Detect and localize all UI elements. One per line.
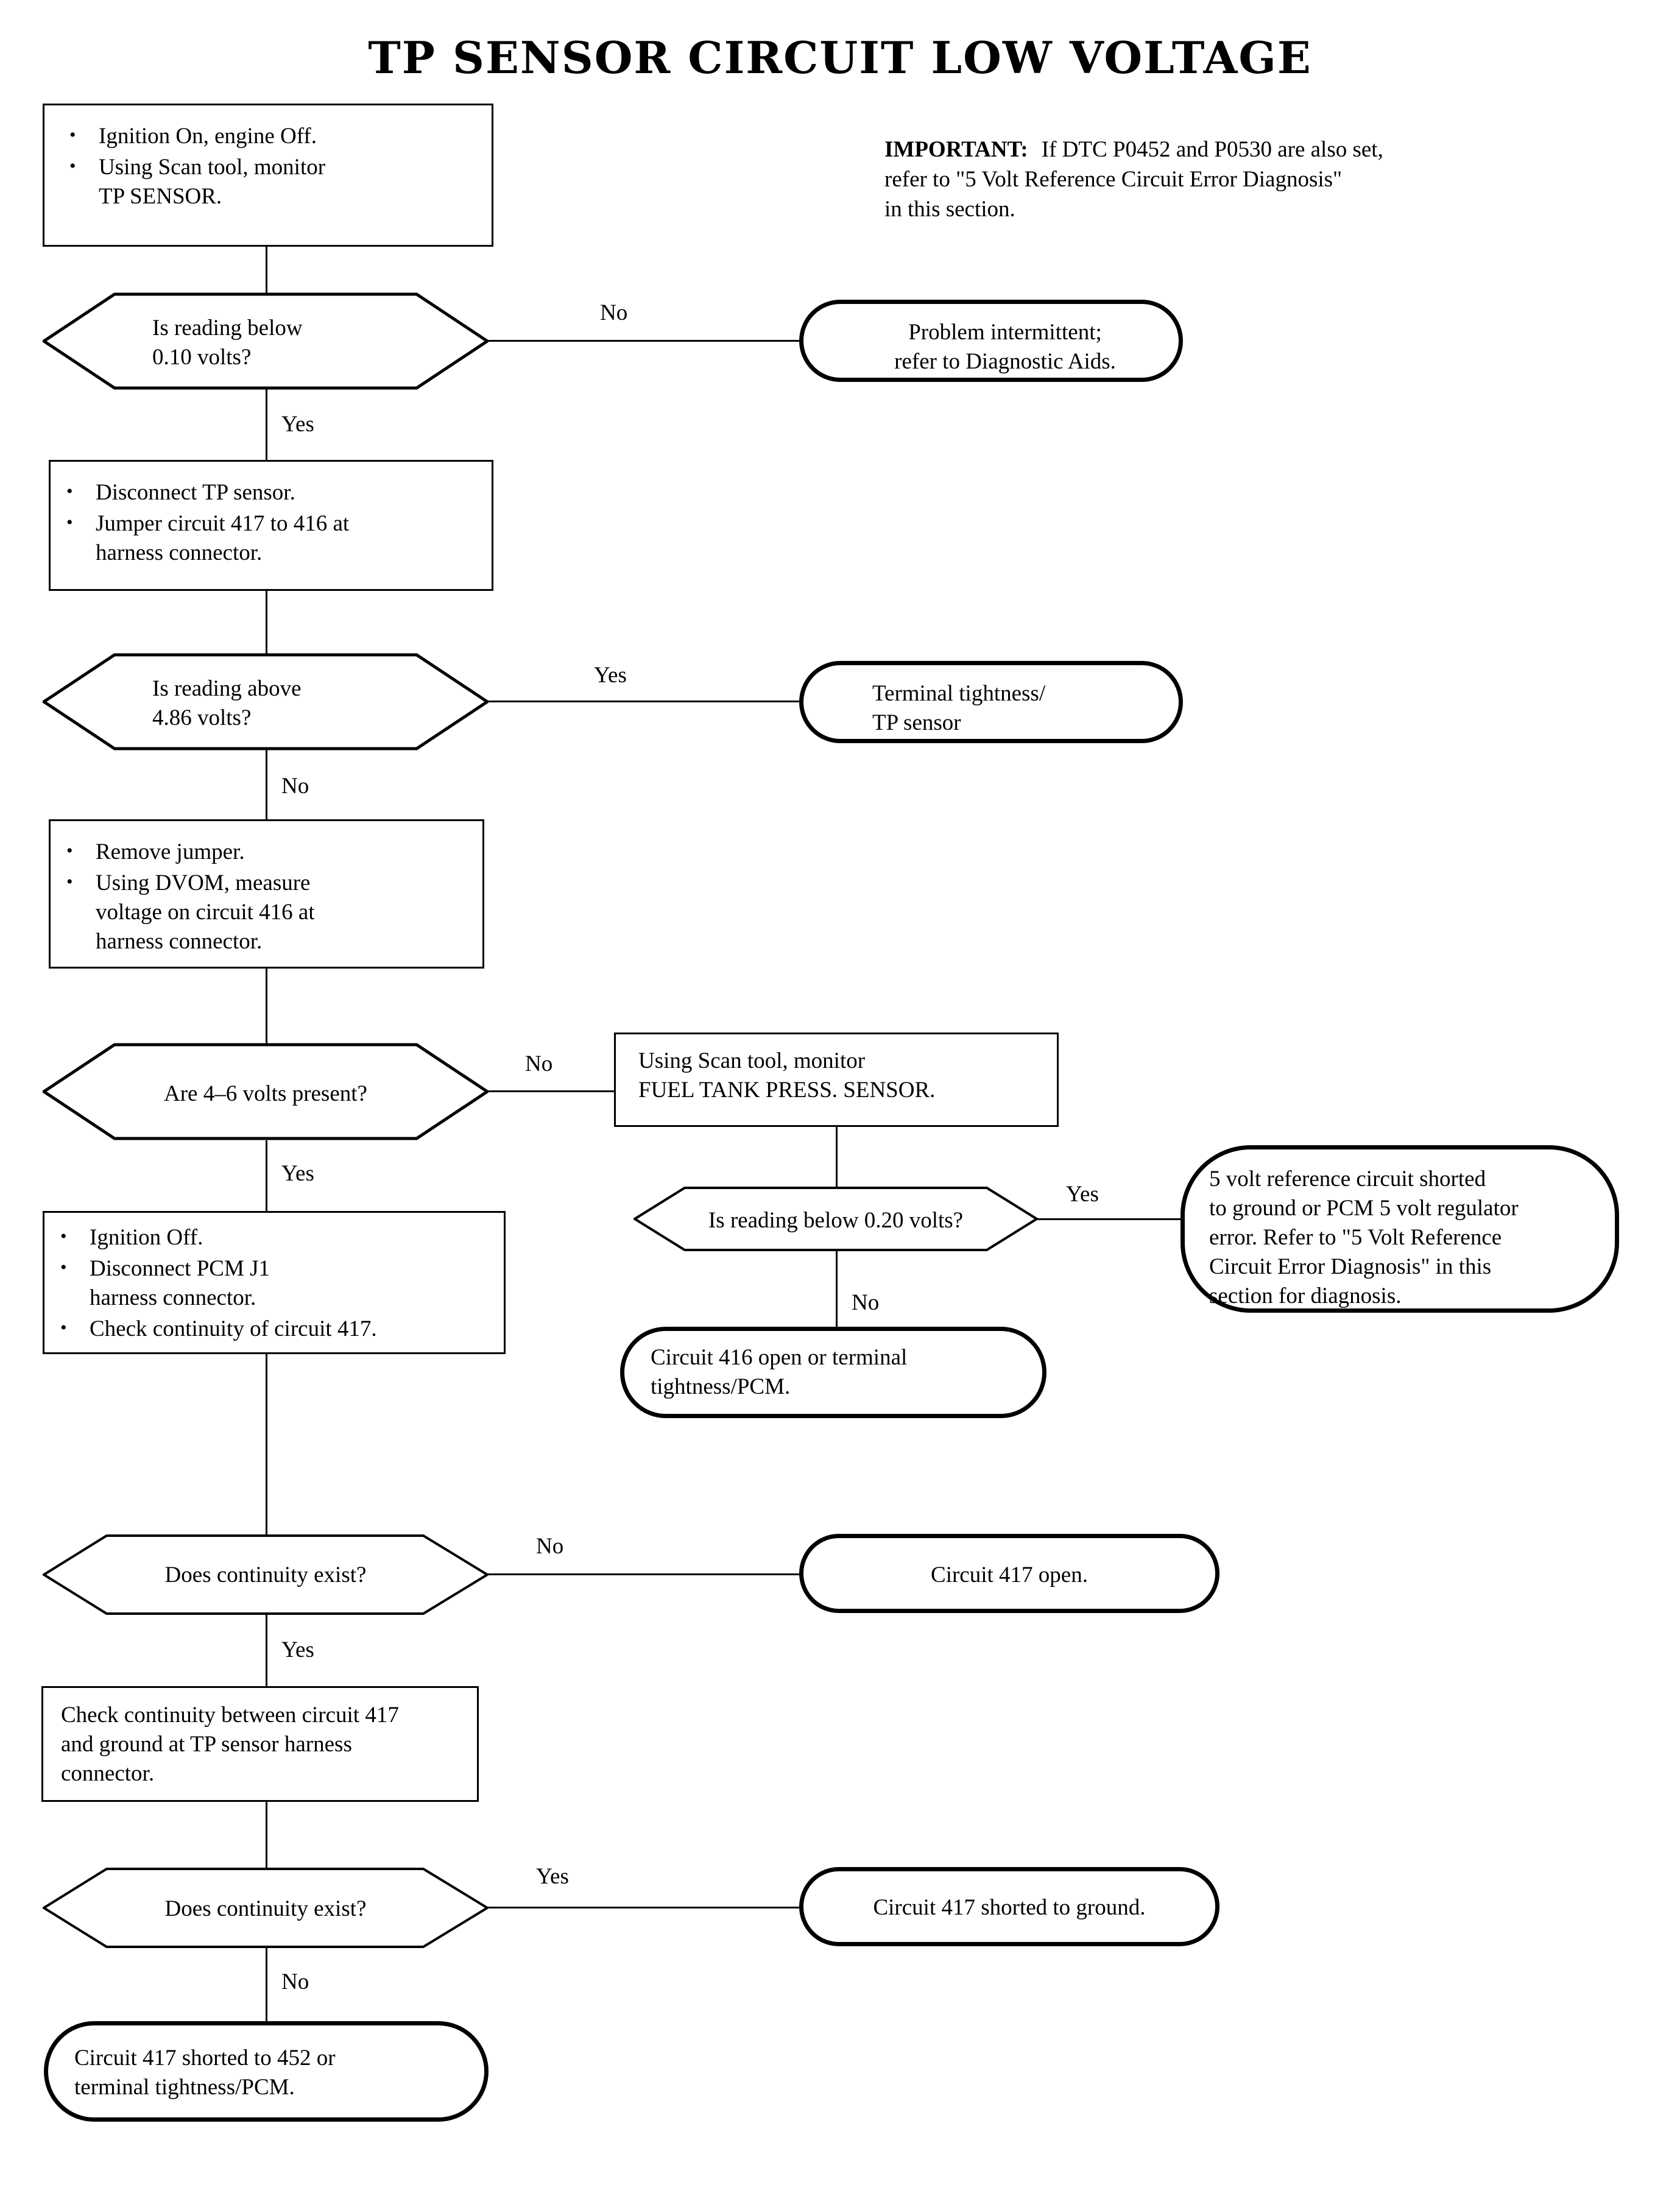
bullet-icon: • xyxy=(66,841,73,861)
connector-step5-decision5 xyxy=(266,1354,267,1535)
result-4-no-label: Circuit 416 open or terminal tightness/P… xyxy=(651,1345,908,1400)
decision-2-label: Is reading above 4.86 volts? xyxy=(152,676,302,731)
branch-label-yes-1: Yes xyxy=(281,412,314,437)
step-4-label: Using Scan tool, monitor FUEL TANK PRESS… xyxy=(638,1048,936,1103)
branch-label-yes-4: Yes xyxy=(1066,1182,1099,1207)
list-item: • Remove jumper. xyxy=(58,838,478,867)
list-item: • Disconnect TP sensor. xyxy=(58,478,484,507)
decision-5-label: Does continuity exist? xyxy=(164,1562,367,1587)
connector-decision4-yes xyxy=(1036,1218,1185,1220)
step-5-bullet-3: Check continuity of circuit 417. xyxy=(90,1316,377,1342)
connector-decision5-no xyxy=(486,1573,803,1575)
step-6-box xyxy=(41,1686,479,1802)
list-item: • Using DVOM, measure voltage on circuit… xyxy=(58,869,478,956)
step-4-box xyxy=(614,1033,1059,1127)
step-6-label: Check continuity between circuit 417 and… xyxy=(61,1703,399,1787)
bullet-icon: • xyxy=(60,1226,67,1246)
branch-label-yes-5: Yes xyxy=(281,1637,314,1662)
result-2-label: Terminal tightness/ TP sensor xyxy=(872,681,1046,736)
connector-step2-decision2 xyxy=(266,591,267,655)
decision-6-label: Does continuity exist? xyxy=(164,1896,367,1921)
decision-4-label: Is reading below 0.20 volts? xyxy=(708,1208,964,1233)
bullet-icon: • xyxy=(66,872,73,892)
list-item: • Ignition On, engine Off. xyxy=(61,122,481,151)
branch-label-yes-3: Yes xyxy=(281,1161,314,1186)
step-3-bullet-1: Remove jumper. xyxy=(96,839,245,864)
important-note-line1: If DTC P0452 and P0530 are also set, xyxy=(1041,137,1383,162)
connector-decision6-no xyxy=(266,1947,267,2031)
connector-decision2-yes xyxy=(486,701,803,702)
connector-decision3-yes xyxy=(266,1140,267,1213)
step-1-bullet-1: Ignition On, engine Off. xyxy=(99,124,317,149)
step-3-list: • Remove jumper. • Using DVOM, measure v… xyxy=(58,838,478,958)
list-item: • Ignition Off. xyxy=(52,1223,503,1252)
step-3-bullet-2: Using DVOM, measure voltage on circuit 4… xyxy=(96,870,315,955)
connector-decision1-no xyxy=(486,340,803,342)
important-note-label: IMPORTANT: xyxy=(884,137,1028,162)
result-6-terminator xyxy=(799,1867,1219,1946)
connector-decision3-no xyxy=(486,1090,615,1092)
connector-step6-decision6 xyxy=(266,1802,267,1875)
connector-decision6-yes xyxy=(486,1907,803,1908)
connector-decision1-yes xyxy=(266,388,267,461)
bullet-icon: • xyxy=(66,512,73,533)
result-4-no-terminator xyxy=(620,1327,1046,1418)
bullet-icon: • xyxy=(69,125,76,145)
list-item: • Check continuity of circuit 417. xyxy=(52,1315,503,1344)
step-2-box xyxy=(49,460,493,591)
step-1-box xyxy=(43,104,493,247)
connector-step4-decision4 xyxy=(836,1127,838,1188)
list-item: • Disconnect PCM J1 harness connector. xyxy=(52,1254,503,1313)
step-1-list: • Ignition On, engine Off. • Using Scan … xyxy=(61,122,481,213)
step-2-bullet-1: Disconnect TP sensor. xyxy=(96,480,295,505)
step-5-bullet-1: Ignition Off. xyxy=(90,1225,203,1250)
step-5-bullet-2: Disconnect PCM J1 harness connector. xyxy=(90,1256,270,1311)
result-5-label: Circuit 417 open. xyxy=(931,1562,1088,1587)
important-note-line2: refer to "5 Volt Reference Circuit Error… xyxy=(884,166,1343,192)
connector-decision4-no xyxy=(836,1250,838,1329)
result-5-terminator xyxy=(799,1534,1219,1613)
branch-label-no-3: No xyxy=(525,1051,553,1076)
result-1-terminator xyxy=(799,300,1183,382)
result-6-label: Circuit 417 shorted to ground. xyxy=(873,1895,1146,1920)
branch-label-no-6: No xyxy=(281,1969,309,1994)
result-7-label: Circuit 417 shorted to 452 or terminal t… xyxy=(74,2046,336,2100)
result-7-terminator xyxy=(44,2021,489,2122)
step-2-list: • Disconnect TP sensor. • Jumper circuit… xyxy=(58,478,484,570)
connector-step3-decision3 xyxy=(266,969,267,1045)
result-4-yes-label: 5 volt reference circuit shorted to grou… xyxy=(1209,1167,1519,1309)
connector-decision5-yes xyxy=(266,1614,267,1688)
connector-step1-decision1 xyxy=(266,247,267,294)
bullet-icon: • xyxy=(66,481,73,501)
branch-label-no-1: No xyxy=(600,300,628,325)
branch-label-no-5: No xyxy=(536,1534,564,1559)
branch-label-no-2: No xyxy=(281,774,309,799)
bullet-icon: • xyxy=(60,1318,67,1338)
branch-label-yes-6: Yes xyxy=(536,1864,569,1889)
step-2-bullet-2: Jumper circuit 417 to 416 at harness con… xyxy=(96,511,350,566)
decision-1-label: Is reading below 0.10 volts? xyxy=(152,316,303,370)
result-1-label: Problem intermittent; refer to Diagnosti… xyxy=(894,320,1116,375)
step-3-box xyxy=(49,819,484,969)
page-title: TP SENSOR CIRCUIT LOW VOLTAGE xyxy=(368,32,1312,83)
branch-label-yes-2: Yes xyxy=(594,663,627,688)
result-2-terminator xyxy=(799,661,1183,743)
decision-3-label: Are 4–6 volts present? xyxy=(164,1081,367,1106)
result-4-yes-terminator xyxy=(1181,1145,1619,1313)
bullet-icon: • xyxy=(60,1257,67,1278)
important-note-line3: in this section. xyxy=(884,196,1015,222)
step-5-list: • Ignition Off. • Disconnect PCM J1 harn… xyxy=(52,1223,503,1346)
step-5-box xyxy=(43,1211,506,1354)
connector-decision2-no xyxy=(266,749,267,822)
list-item: • Jumper circuit 417 to 416 at harness c… xyxy=(58,509,484,568)
step-1-bullet-2: Using Scan tool, monitor TP SENSOR. xyxy=(99,155,326,210)
important-note: IMPORTANT: If DTC P0452 and P0530 are al… xyxy=(884,135,1500,224)
branch-label-no-4: No xyxy=(852,1290,880,1315)
bullet-icon: • xyxy=(69,156,76,177)
list-item: • Using Scan tool, monitor TP SENSOR. xyxy=(61,153,481,211)
